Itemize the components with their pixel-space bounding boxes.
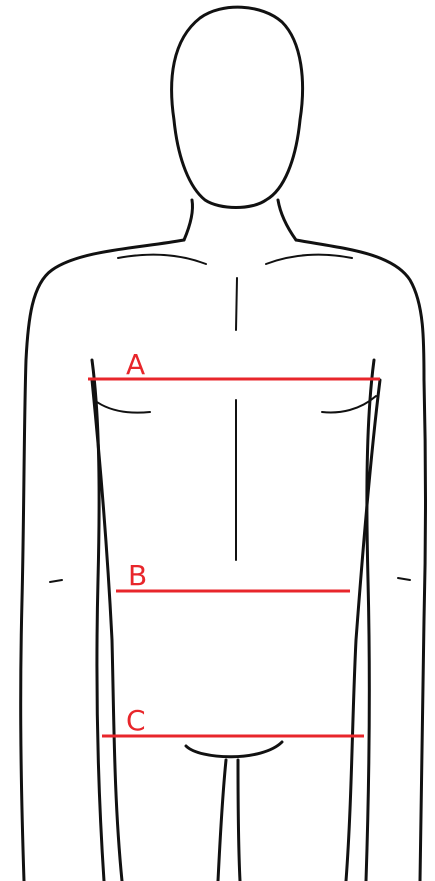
neck-left [184, 200, 193, 240]
neck-right [278, 200, 296, 240]
left-chest-line [94, 400, 150, 413]
left-inner-leg [218, 760, 226, 881]
crotch-curve [186, 742, 282, 757]
sternum-line [236, 278, 237, 330]
head-outline [172, 7, 303, 207]
left-elbow-mark [50, 580, 62, 582]
left-collarbone [118, 255, 206, 264]
measurement-label-b: B [128, 559, 147, 592]
measurement-label-c: C [126, 704, 146, 737]
measurement-label-a: A [126, 348, 145, 381]
right-torso-side [346, 380, 380, 881]
left-shoulder-arm [21, 240, 184, 881]
right-collarbone [266, 255, 352, 264]
right-elbow-mark [398, 578, 410, 580]
right-inner-leg [238, 760, 240, 881]
right-chest-line [322, 396, 376, 412]
